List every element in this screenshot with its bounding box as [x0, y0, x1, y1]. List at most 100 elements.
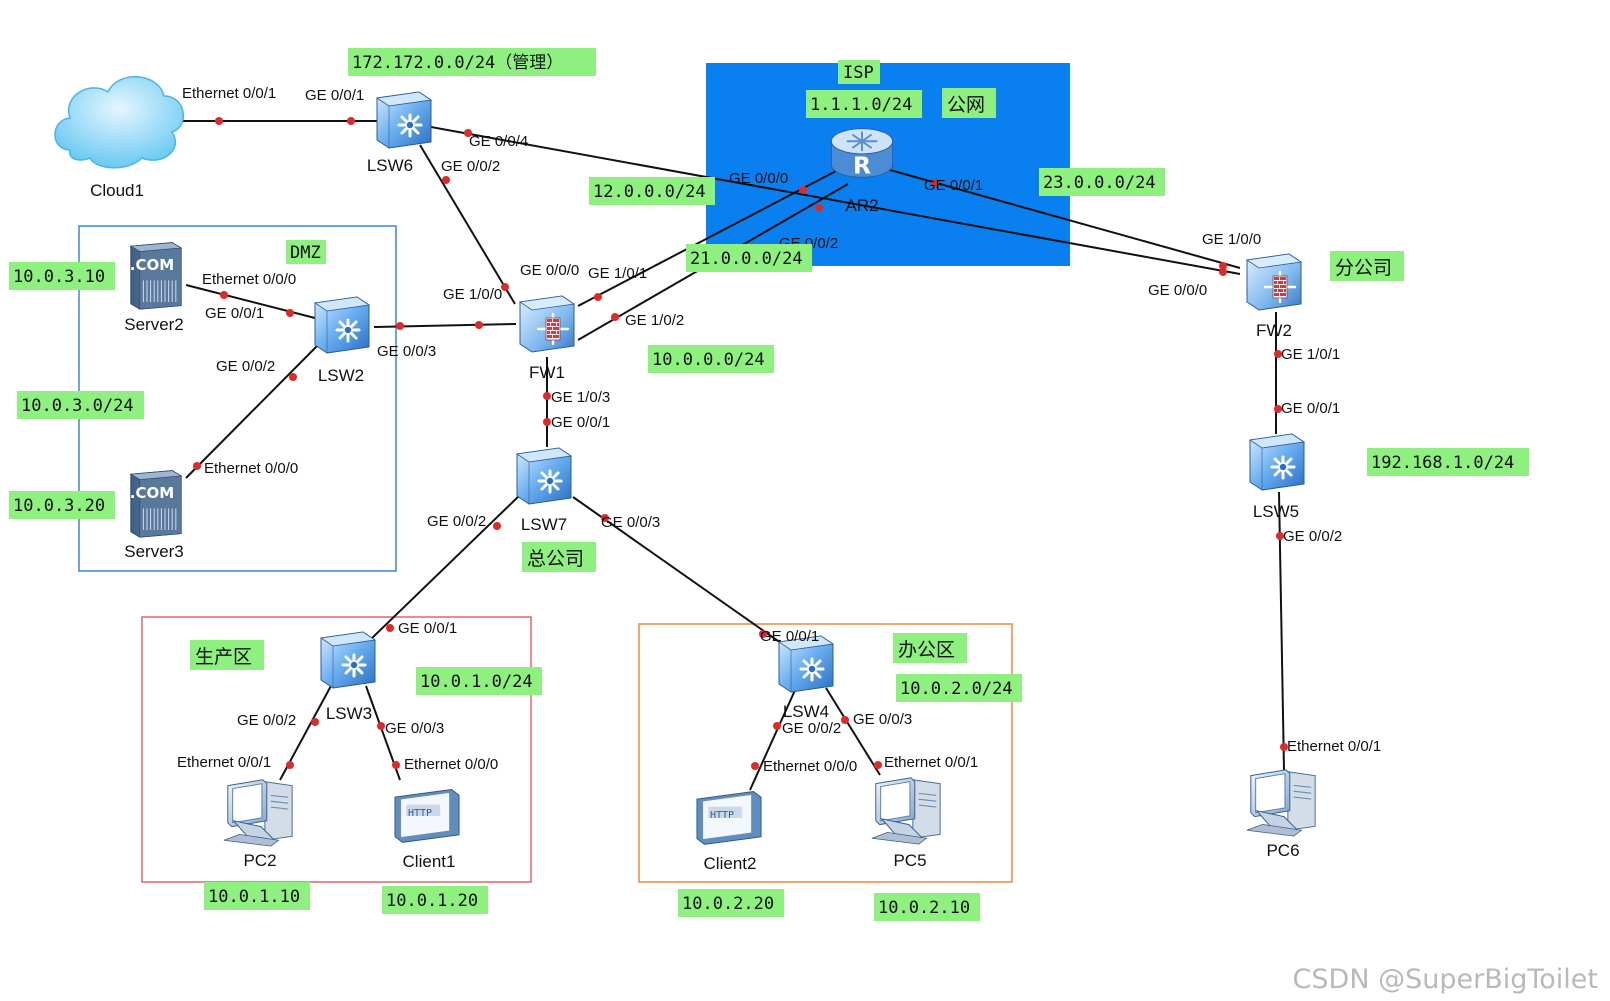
pc5[interactable]: PC5	[871, 777, 941, 870]
switch-icon	[1248, 432, 1306, 492]
fw2[interactable]: FW2	[1245, 252, 1303, 340]
port-label: GE 0/0/3	[853, 711, 912, 728]
tag-branch-lan: 192.168.1.0/24	[1367, 448, 1529, 476]
server2-badge: .COM	[130, 256, 174, 274]
cloud1-label: Cloud1	[90, 181, 144, 200]
client1[interactable]: HTTP Client1	[394, 789, 460, 871]
port-label: Ethernet 0/0/0	[204, 460, 298, 477]
port-label: GE 0/0/4	[469, 133, 528, 150]
port-dot	[377, 722, 385, 730]
tag-ip-server3: 10.0.3.20	[9, 491, 115, 519]
port-label: GE 0/0/2	[237, 712, 296, 729]
tag-text: 10.0.1.10	[208, 887, 300, 907]
port-label: GE 1/0/0	[443, 286, 502, 303]
port-dot	[286, 309, 294, 317]
link-lsw4-pc5	[825, 687, 881, 776]
pc2[interactable]: PC2	[223, 779, 293, 870]
link-lsw4-client2	[749, 687, 797, 791]
router-icon	[830, 127, 894, 181]
cloud-icon	[54, 76, 185, 169]
port-dot	[475, 321, 483, 329]
tag-text: 总公司	[527, 548, 584, 570]
port-label: GE 0/0/1	[760, 628, 819, 645]
tag-ip-pc2: 10.0.1.10	[204, 882, 310, 910]
tag-dmz-net: 10.0.3.0/24	[17, 391, 144, 419]
tag-text: 10.0.2.10	[878, 898, 970, 918]
port-label: GE 0/0/1	[205, 305, 264, 322]
port-dot	[841, 716, 849, 724]
tag-net21: 21.0.0.0/24	[686, 244, 812, 272]
tag-text: 10.0.1.20	[386, 891, 478, 911]
client2[interactable]: HTTP Client2	[696, 791, 762, 873]
firewall-icon	[518, 294, 576, 354]
link-ar2-fw2	[889, 169, 1241, 269]
port-label: Ethernet 0/0/0	[404, 756, 498, 773]
tag-isp-net: 1.1.1.0/24	[806, 90, 922, 118]
pc-icon	[1246, 769, 1316, 837]
tag-dmz: DMZ	[286, 240, 326, 264]
lsw2-label: LSW2	[318, 366, 364, 385]
lsw4-label: LSW4	[783, 702, 829, 721]
cloud1[interactable]: Cloud1	[54, 76, 185, 200]
lsw7[interactable]: LSW7	[515, 446, 573, 534]
port-dot	[442, 176, 450, 184]
port-dot	[1276, 532, 1284, 540]
pc5-label: PC5	[893, 851, 926, 870]
lsw6-label: LSW6	[367, 156, 413, 175]
port-label: Ethernet 0/0/1	[884, 754, 978, 771]
fw1[interactable]: FW1	[518, 294, 576, 382]
lsw4[interactable]: LSW4	[777, 634, 835, 721]
tag-text: 10.0.3.10	[13, 267, 105, 287]
tag-ip-server2: 10.0.3.10	[9, 262, 115, 290]
port-label: GE 0/0/2	[427, 513, 486, 530]
pc6-label: PC6	[1266, 841, 1299, 860]
lsw2[interactable]: LSW2	[313, 295, 371, 385]
tag-mgmt: 172.172.0.0/24（管理）	[348, 48, 596, 76]
server2-label: Server2	[124, 315, 184, 334]
port-dot	[1219, 262, 1227, 270]
port-dot	[1274, 350, 1282, 358]
server-icon	[130, 470, 182, 538]
tag-prod-net: 10.0.1.0/24	[416, 667, 542, 695]
tag-text: ISP	[843, 63, 874, 83]
port-dot	[289, 373, 297, 381]
lsw6[interactable]: LSW6	[367, 90, 433, 175]
tag-public: 公网	[942, 88, 996, 118]
port-dot	[220, 291, 228, 299]
tag-branch: 分公司	[1330, 251, 1404, 281]
ar2[interactable]: AR2	[830, 127, 894, 215]
port-dots	[193, 117, 1288, 770]
link-ar2-fw1-ge101	[577, 169, 839, 307]
lsw3[interactable]: LSW3	[319, 630, 377, 723]
pc6[interactable]: PC6	[1246, 769, 1316, 860]
tag-ip-client1: 10.0.1.20	[382, 886, 488, 914]
network-tags: 172.172.0.0/24（管理） ISP 1.1.1.0/24 公网 12.…	[9, 48, 1529, 921]
port-label: GE 0/0/3	[385, 720, 444, 737]
lsw5[interactable]: LSW5	[1248, 432, 1306, 521]
port-dot	[392, 761, 400, 769]
port-dot	[815, 204, 823, 212]
port-label: GE 0/0/1	[305, 87, 364, 104]
switch-icon	[313, 295, 371, 355]
switch-icon	[375, 90, 433, 150]
tag-text: 公网	[947, 94, 985, 116]
tag-office-net: 10.0.2.0/24	[896, 674, 1022, 702]
office-region	[638, 623, 1013, 883]
port-dot	[386, 624, 394, 632]
port-dot	[347, 117, 355, 125]
port-dot	[396, 322, 404, 330]
tag-text: DMZ	[290, 243, 321, 263]
server2[interactable]: .COM Server2	[124, 242, 184, 334]
tag-text: 23.0.0.0/24	[1043, 173, 1156, 193]
port-dot	[1274, 405, 1282, 413]
port-label: GE 0/0/0	[1148, 282, 1207, 299]
tag-ip-client2: 10.0.2.20	[678, 889, 784, 917]
port-label: GE 0/0/1	[551, 414, 610, 431]
server3[interactable]: .COM Server3	[124, 470, 184, 561]
port-dot	[215, 117, 223, 125]
port-label: Ethernet 0/0/1	[182, 85, 276, 102]
tag-text: 192.168.1.0/24	[1371, 453, 1514, 473]
port-label: GE 1/0/2	[625, 312, 684, 329]
link-lsw7-lsw4	[572, 496, 789, 649]
